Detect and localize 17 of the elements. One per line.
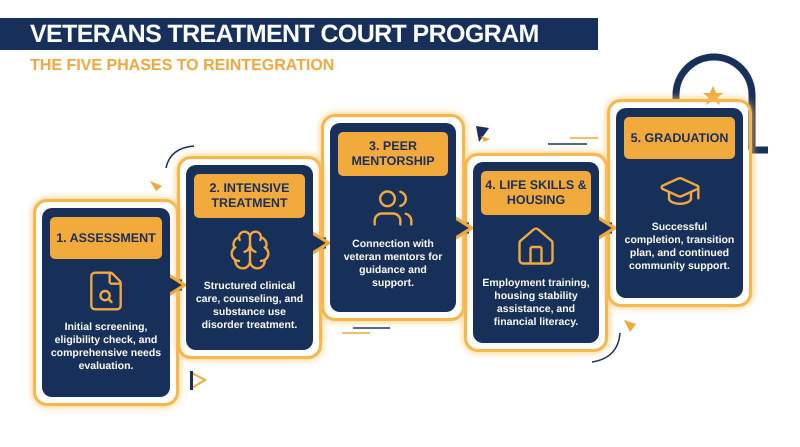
phase-heading: 4. LIFE SKILLS & HOUSING: [481, 171, 591, 215]
phase-heading: 3. PEER MENTORSHIP: [338, 132, 448, 176]
phase-card: [473, 162, 599, 343]
phase-heading: 5. GRADUATION: [624, 117, 735, 159]
phase-description: Connection with veteran mentors for guidance and support.: [342, 238, 444, 290]
phase-description: Initial screening, eligibility check, and comprehensive needs evaluation.: [50, 321, 162, 373]
phase-card: [330, 123, 456, 312]
phase-description: Structured clinical care, counseling, and substance use disorder treatment.: [194, 280, 304, 332]
phase-description: Successful completion, transition plan, and continued community support.: [624, 221, 735, 273]
phase-heading: 1. ASSESSMENT: [50, 217, 162, 259]
subtitle: THE FIVE PHASES TO REINTEGRATION: [30, 56, 334, 76]
phase-heading: 2. INTENSIVE TREATMENT: [194, 174, 305, 218]
phase-card: [42, 208, 170, 397]
phase-card: [616, 108, 743, 298]
phase-card: [186, 165, 313, 350]
title: VETERANS TREATMENT COURT PROGRAM: [30, 22, 539, 46]
phase-description: Employment training, housing stability assistance, and financial literacy.: [481, 277, 591, 329]
